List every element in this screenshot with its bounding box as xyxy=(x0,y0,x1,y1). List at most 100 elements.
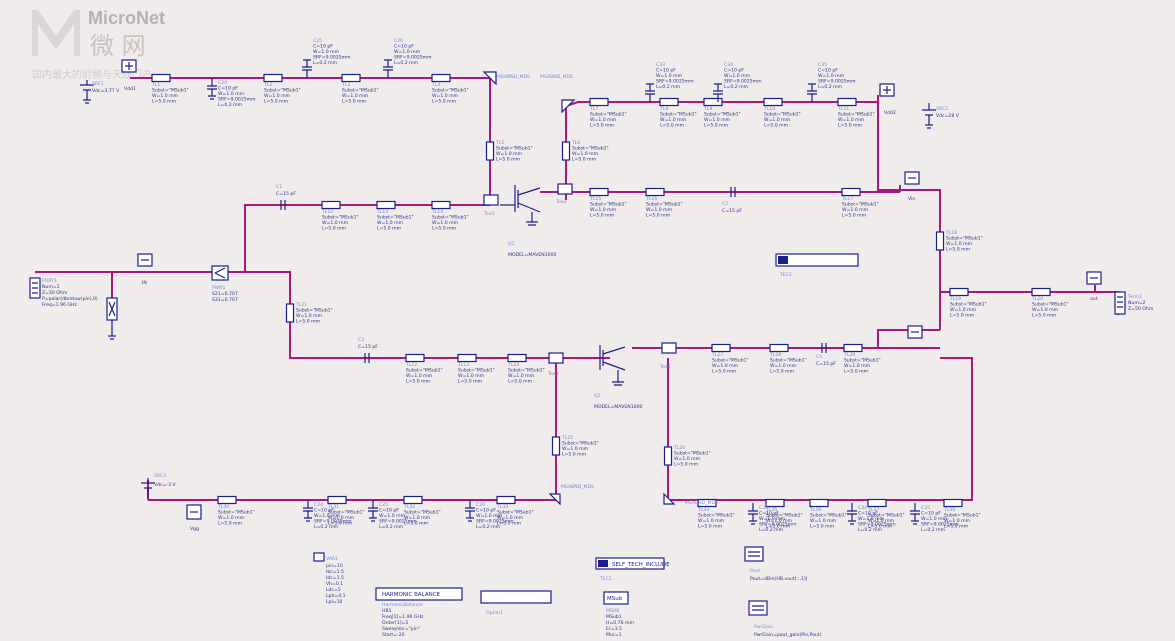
series-cap-1[interactable]: C1 C=15 pF xyxy=(276,184,296,210)
tee-1[interactable]: Tee1 xyxy=(483,194,499,217)
eq-box-1[interactable]: Pout Pout=dBm(HB.vout[::,1]) xyxy=(744,546,808,582)
series-cap-3[interactable]: C3 C=15 pF xyxy=(358,337,378,363)
cap-prop: W=1.0 mm xyxy=(314,513,341,519)
bend-4[interactable]: MSABND_MDS xyxy=(663,492,718,506)
tline-name: TL32 xyxy=(403,504,415,510)
dc-source-1[interactable]: SRC1 Vdc=3.77 V xyxy=(80,80,120,104)
cap-prop: L=0.2 mm xyxy=(921,527,946,533)
tech-include-box-1[interactable]: SELF_TECH_INCLUDE TEC1 xyxy=(595,557,670,582)
input-stub[interactable] xyxy=(106,297,118,340)
port-out[interactable]: out xyxy=(1086,271,1102,302)
power-splitter[interactable]: PWR1 S21=0.707 S31=0.707 xyxy=(211,265,238,303)
bend2-label: MSABND_MDS xyxy=(540,74,573,80)
bend-2[interactable]: MSABND_MDS xyxy=(540,74,576,114)
var-line-3: Idc=1.5 xyxy=(326,575,344,581)
dc-source-3[interactable]: SRC3 Vdc=-3 V xyxy=(141,473,176,498)
optim-box[interactable]: Optim1 xyxy=(480,590,552,616)
tline-body xyxy=(711,343,731,353)
bend-1[interactable]: MSABND_MDS xyxy=(482,71,530,86)
series-cap-2[interactable]: C2 C=15 pF xyxy=(722,187,742,214)
port-in[interactable]: IN xyxy=(137,253,153,286)
tee-3[interactable]: Tee3 xyxy=(547,352,564,377)
lib-icon xyxy=(598,560,608,567)
harmonic-balance-box[interactable]: HARMONIC BALANCE HarmonicBalance HB1 Fre… xyxy=(375,587,463,638)
port-x2[interactable] xyxy=(907,325,923,339)
src2-name: SRC2 xyxy=(936,106,948,112)
tee-4[interactable]: Tee4 xyxy=(659,342,677,370)
bend-3[interactable]: MSABND_MDS xyxy=(548,484,594,506)
port-vin[interactable]: Vin xyxy=(904,171,920,202)
dc-source-2[interactable]: SRC2 Vdc=28 V xyxy=(922,103,960,129)
port-vdd1[interactable]: Vdd1 xyxy=(121,59,137,92)
input-port-source[interactable]: PORT1 Num=1 Z=50 Ohm P=polar(dbmtow(pin)… xyxy=(29,277,98,308)
series-cap-4[interactable]: C4 C=15 pF xyxy=(816,343,836,367)
var-box[interactable]: VAR1 pin=10 Ibc=1.5 Idc=1.5 Vh=0.1 Ldc=5… xyxy=(313,552,346,605)
tee-2[interactable]: Tee2 xyxy=(555,183,573,205)
port-vdd2[interactable]: Vdd2 xyxy=(879,83,896,116)
output-term[interactable]: Term2 Num=2 Z=50 Ohm xyxy=(1114,291,1154,315)
q2-model: MODEL=MAVEN1000 xyxy=(594,404,642,410)
eq-box-2[interactable]: PwrGain PwrGain=pout_gain(Pin,Pout) xyxy=(748,600,822,638)
tline-prop: L=5.0 mm xyxy=(838,123,863,129)
tline-body xyxy=(485,141,495,161)
tech-include-box-2[interactable]: TEC2 xyxy=(775,253,859,278)
tline-prop: Subst="MSub1" xyxy=(406,368,443,374)
tline-body xyxy=(809,498,829,508)
msub-box[interactable]: MSub MSUB MSub1 H=0.76 mm Er=3.5 Mur=1 xyxy=(603,591,634,638)
cap-prop: C=10 pF xyxy=(379,508,399,514)
transistor-q1[interactable]: Q1 MODEL=MAVEN1000 xyxy=(500,185,556,258)
transistor-q2[interactable]: Q2 MODEL=MAVEN1000 xyxy=(594,345,642,410)
port-vgg[interactable]: Vgg xyxy=(186,504,202,532)
